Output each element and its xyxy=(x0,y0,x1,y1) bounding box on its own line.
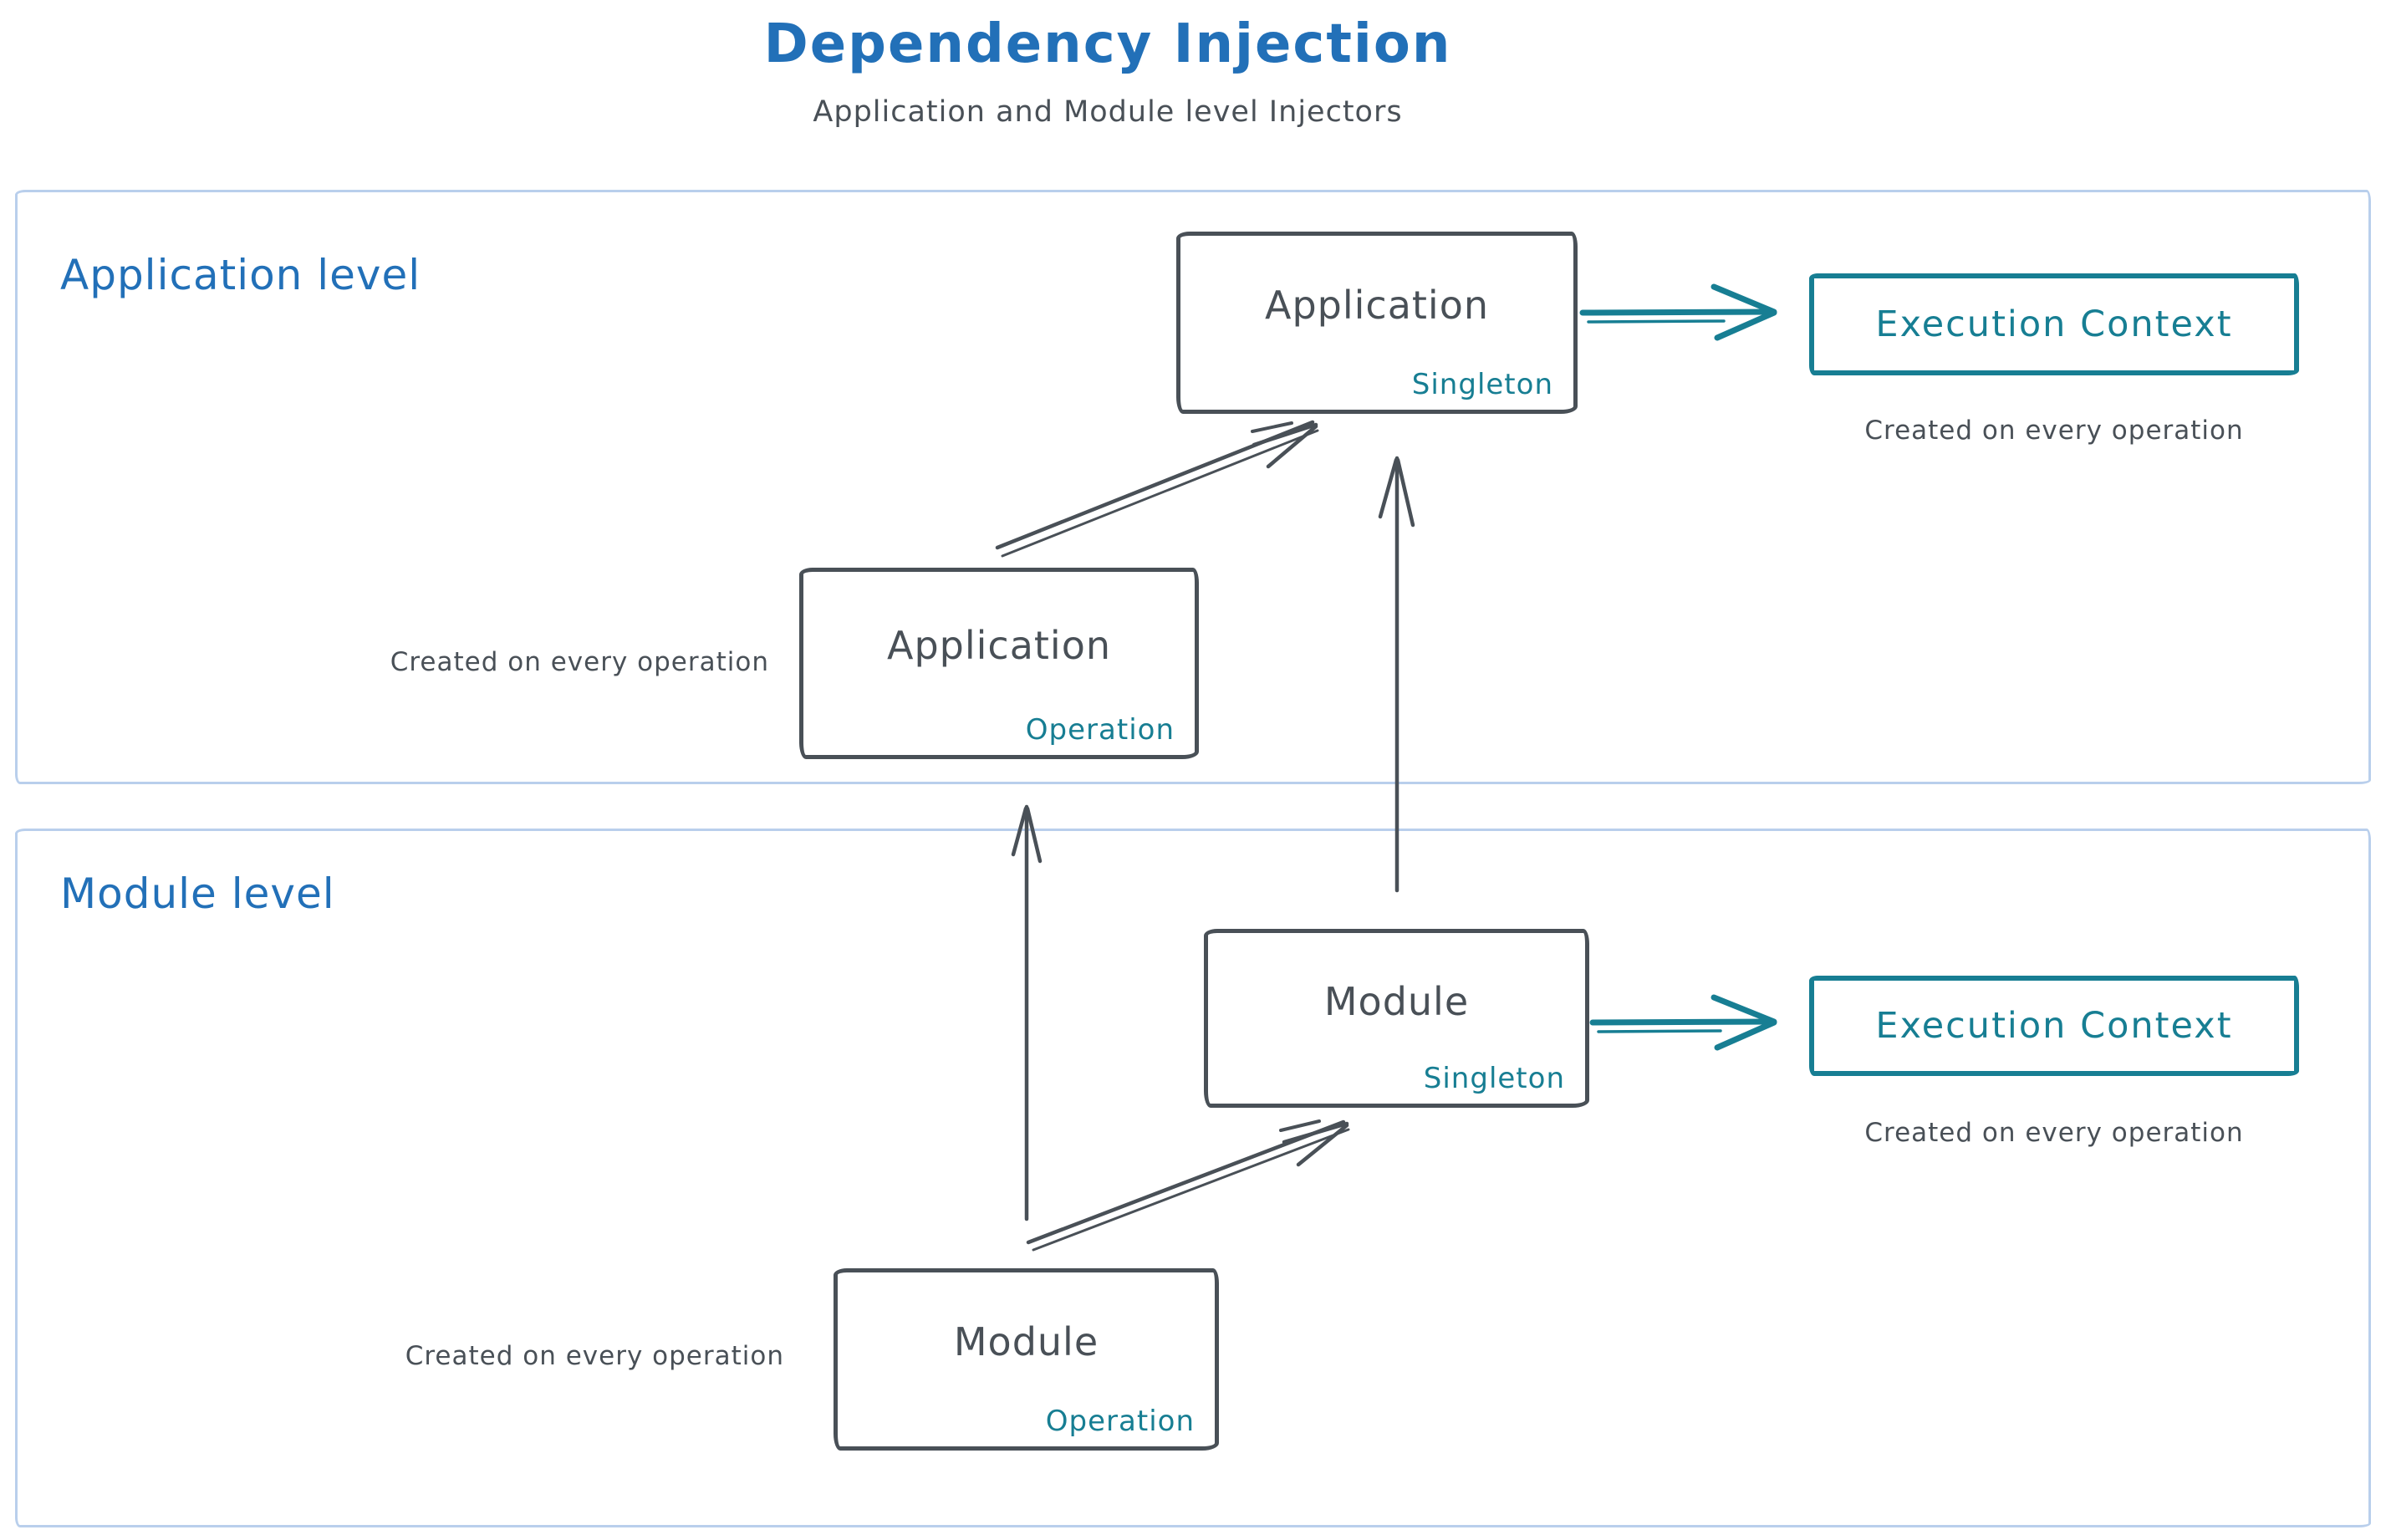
module-operation-title: Module xyxy=(953,1319,1099,1365)
app-operation-box: Application Operation xyxy=(799,568,1199,759)
app-singleton-box: Application Singleton xyxy=(1176,232,1578,414)
app-singleton-scope: Singleton xyxy=(1411,368,1553,401)
page-subtitle: Application and Module level Injectors xyxy=(813,95,1403,130)
app-singleton-title: Application xyxy=(1264,283,1490,329)
page-title: Dependency Injection xyxy=(763,13,1452,75)
app-operation-scope: Operation xyxy=(1025,713,1175,747)
module-execution-context-box: Execution Context xyxy=(1809,976,2299,1076)
module-level-frame xyxy=(15,829,2371,1527)
module-execution-context-label: Execution Context xyxy=(1875,1005,2233,1047)
app-execution-context-label: Execution Context xyxy=(1875,303,2233,345)
app-operation-caption: Created on every operation xyxy=(390,647,769,677)
module-singleton-title: Module xyxy=(1323,978,1470,1024)
app-execution-context-box: Execution Context xyxy=(1809,273,2299,375)
application-level-label: Application level xyxy=(60,251,421,299)
application-level-frame xyxy=(15,190,2371,784)
module-level-label: Module level xyxy=(60,869,335,918)
module-singleton-box: Module Singleton xyxy=(1204,929,1589,1108)
module-operation-caption: Created on every operation xyxy=(405,1341,784,1371)
module-execution-context-caption: Created on every operation xyxy=(1864,1118,2244,1148)
module-operation-scope: Operation xyxy=(1045,1405,1195,1438)
app-operation-title: Application xyxy=(886,622,1112,668)
module-operation-box: Module Operation xyxy=(834,1268,1219,1451)
diagram-header: Dependency Injection Application and Mod… xyxy=(0,13,2215,130)
module-singleton-scope: Singleton xyxy=(1423,1062,1565,1095)
app-execution-context-caption: Created on every operation xyxy=(1864,416,2244,446)
